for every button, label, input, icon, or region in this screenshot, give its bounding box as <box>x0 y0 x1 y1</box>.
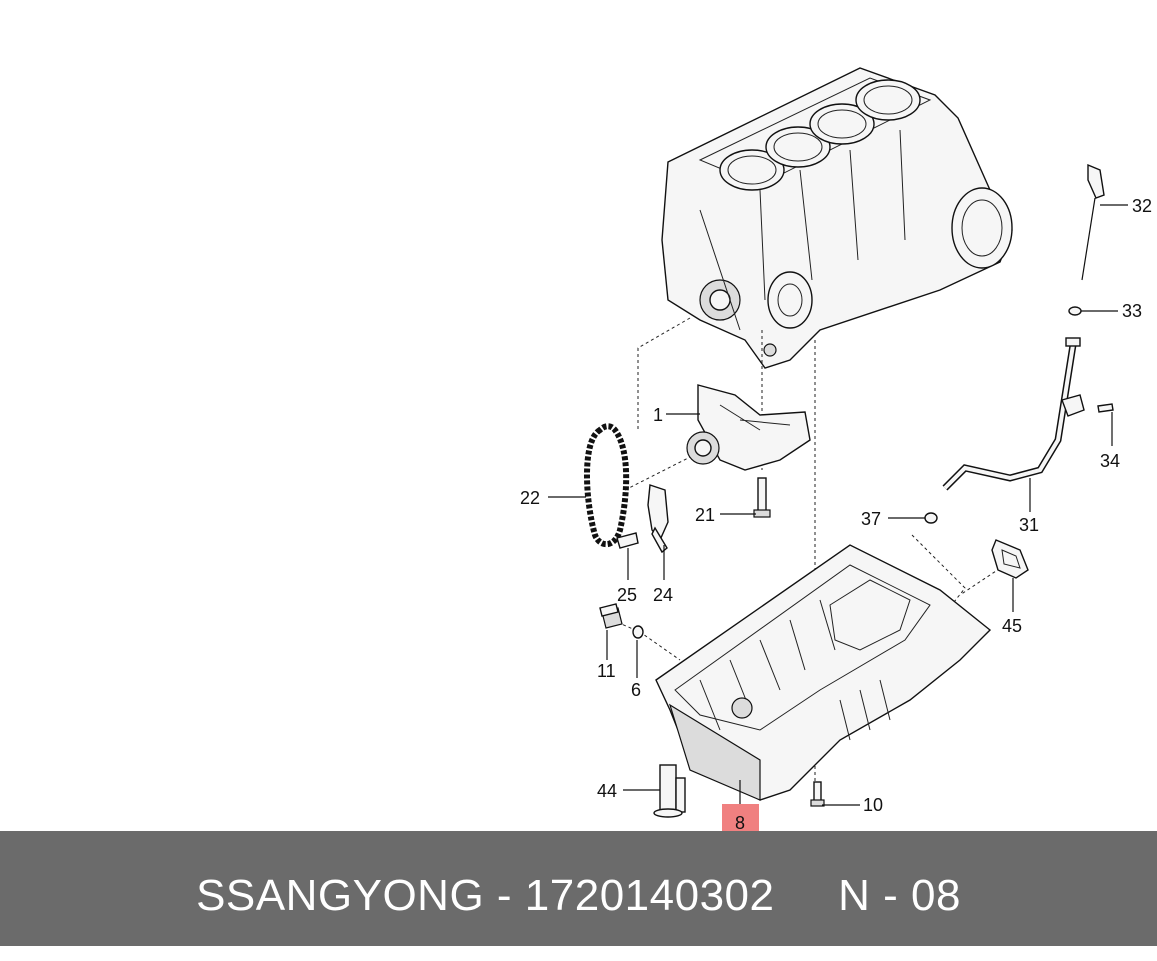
dipstick <box>1081 163 1105 281</box>
o-ring-37 <box>924 512 938 524</box>
dipstick-tube <box>942 337 1085 491</box>
callout-25: 25 <box>617 585 637 605</box>
gasket-45 <box>991 539 1029 579</box>
bolt-21 <box>753 477 771 518</box>
footer-bar: SSANGYONG - 1720140302 N - 08 <box>0 831 1157 946</box>
callout-10: 10 <box>863 795 883 815</box>
callout-32: 32 <box>1132 196 1152 216</box>
callout-leaders <box>548 204 1128 806</box>
callout-8: 8 <box>735 813 745 831</box>
callout-33: 33 <box>1122 301 1142 321</box>
callout-24: 24 <box>653 585 673 605</box>
oil-pump <box>686 384 811 471</box>
callout-37: 37 <box>861 509 881 529</box>
o-ring-33 <box>1068 306 1082 316</box>
washer-6 <box>632 625 644 639</box>
highlight-box <box>722 804 759 831</box>
footer-caption: SSANGYONG - 1720140302 N - 08 <box>196 871 961 920</box>
callout-1: 1 <box>653 405 663 425</box>
bolt-25 <box>616 532 639 549</box>
parts-diagram: 1 22 21 25 24 11 6 44 8 10 32 33 34 37 3… <box>520 67 1152 831</box>
bolt-10 <box>810 781 825 807</box>
callout-45: 45 <box>1002 616 1022 636</box>
timing-chain <box>584 423 630 548</box>
callout-31: 31 <box>1019 515 1039 535</box>
callout-34: 34 <box>1100 451 1120 471</box>
callout-11: 11 <box>597 661 616 681</box>
callout-44: 44 <box>597 781 617 801</box>
drain-plug <box>599 603 623 629</box>
callout-6: 6 <box>631 680 641 700</box>
engine-block <box>661 67 1013 369</box>
oil-filter-part <box>653 764 686 818</box>
bolt-34 <box>1097 403 1114 413</box>
oil-pan <box>655 544 992 801</box>
callout-labels: 1 22 21 25 24 11 6 44 8 10 32 33 34 37 3… <box>520 196 1152 831</box>
chain-guide <box>647 484 669 554</box>
callout-21: 21 <box>695 505 715 525</box>
callout-22: 22 <box>520 488 540 508</box>
